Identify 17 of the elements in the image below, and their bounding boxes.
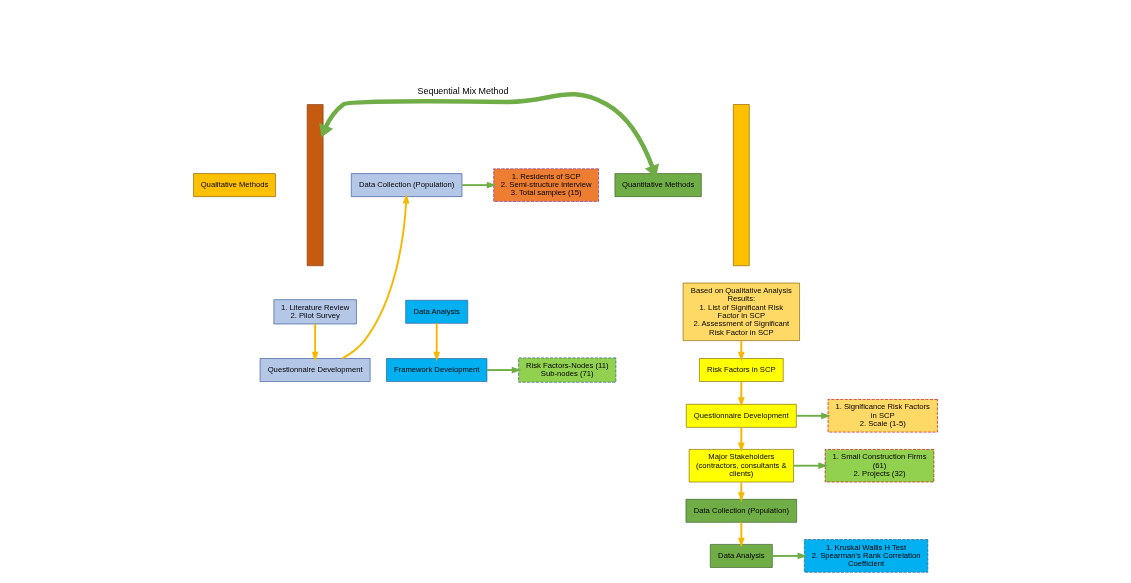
- arrow: [461, 181, 497, 189]
- arrow: [737, 481, 745, 502]
- arrow: [319, 92, 660, 178]
- arrow: [795, 412, 831, 420]
- arrow: [486, 366, 522, 374]
- arrow: [737, 380, 745, 407]
- arrow: [433, 322, 441, 362]
- arrow: [771, 552, 808, 560]
- node-bar: [733, 104, 750, 267]
- arrow: [737, 339, 745, 362]
- arrow: [341, 193, 410, 360]
- arrow: [737, 426, 745, 453]
- arrow: [311, 323, 319, 362]
- arrow: [792, 462, 828, 470]
- edge-label: Sequential Mix Method: [417, 85, 509, 96]
- node-bar: [306, 104, 324, 267]
- arrow: [737, 521, 745, 548]
